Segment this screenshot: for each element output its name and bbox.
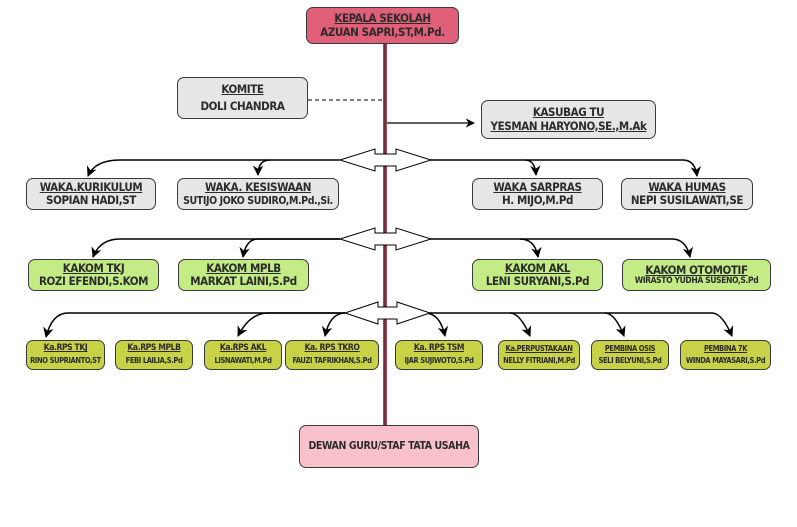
rps-title: Ka. RPS TSM <box>413 343 465 354</box>
dewan-guru-box[interactable]: DEWAN GURU/STAF TATA USAHA <box>299 425 479 468</box>
kakom-title: KAKOM AKL <box>504 260 571 275</box>
rps-mplb-box[interactable]: Ka.RPS MPLB FEBI LAILIA,S.Pd <box>115 340 193 370</box>
waka-name: SOPIAN HADI,ST <box>46 193 136 207</box>
rps-7k-box[interactable]: PEMBINA 7K WINDA MAYASARI,S.Pd <box>680 340 771 370</box>
rps-name: SELI BELYUNI,S.Pd <box>598 355 662 365</box>
waka-title: WAKA HUMAS <box>648 179 726 194</box>
komite-title: KOMITE <box>221 81 264 96</box>
kakom-title: KAKOM OTOMOTIF <box>645 262 748 277</box>
double-arrow-1 <box>338 148 433 172</box>
komite-name: DOLI CHANDRA <box>200 99 285 113</box>
rps-name: FAUZI TAFRIKHAN,S.Pd <box>292 356 372 366</box>
kakom-name: WIRASTO YUDHA SUSENO,S.Pd <box>634 275 759 286</box>
kepala-sekolah-title: KEPALA SEKOLAH <box>334 11 431 26</box>
waka-kurikulum-box[interactable]: WAKA.KURIKULUM SOPIAN HADI,ST <box>26 178 156 210</box>
rps-title: PEMBINA OSIS <box>604 343 656 353</box>
rps-title: Ka.RPS MPLB <box>127 343 181 354</box>
kasubag-name: YESMAN HARYONO,SE.,M.Ak <box>490 118 647 133</box>
kakom-tkj-box[interactable]: KAKOM TKJ ROZI EFENDI,S.KOM <box>28 259 159 291</box>
kakom-name: ROZI EFENDI,S.KOM <box>38 274 149 288</box>
kakom-name: LENI SURYANI,S.Pd <box>485 274 590 288</box>
waka-connectors <box>86 159 702 178</box>
rps-name: NELLY FITRIANI,M.Pd <box>503 355 575 365</box>
kepala-sekolah-name: AZUAN SAPRI,ST,M.Pd. <box>320 24 445 39</box>
waka-title: WAKA. KESISWAAN <box>204 180 312 195</box>
waka-name: H. MIJO,M.Pd <box>501 193 574 207</box>
rps-akl-box[interactable]: Ka.RPS AKL LISNAWATI,M.Pd <box>204 340 282 370</box>
waka-kesiswaan-box[interactable]: WAKA. KESISWAAN SUTIJO JOKO SUDIRO,M.Pd.… <box>177 178 339 210</box>
rps-tkj-box[interactable]: Ka.RPS TKJ RINO SUPRIANTO,ST <box>26 340 105 370</box>
kakom-title: KAKOM MPLB <box>206 260 281 275</box>
kakom-name: MARKAT LAINI,S.Pd <box>190 274 297 288</box>
rps-tsm-box[interactable]: Ka. RPS TSM IJAR SUJIWOTO,S.Pd <box>395 340 483 370</box>
kepala-sekolah-box[interactable]: KEPALA SEKOLAH AZUAN SAPRI,ST,M.Pd. <box>306 7 459 44</box>
rps-title: Ka.PERPUSTAKAAN <box>505 343 573 353</box>
waka-title: WAKA SARPRAS <box>493 179 582 194</box>
dewan-guru-title: DEWAN GURU/STAF TATA USAHA <box>308 440 470 453</box>
waka-title: WAKA.KURIKULUM <box>39 179 143 194</box>
rps-tkro-box[interactable]: Ka. RPS TKRO FAUZI TAFRIKHAN,S.Pd <box>285 340 379 370</box>
waka-humas-box[interactable]: WAKA HUMAS NEPI SUSILAWATI,SE <box>621 178 753 210</box>
kakom-mplb-box[interactable]: KAKOM MPLB MARKAT LAINI,S.Pd <box>178 259 309 291</box>
rps-connectors <box>43 312 734 339</box>
kakom-akl-box[interactable]: KAKOM AKL LENI SURYANI,S.Pd <box>472 259 603 291</box>
waka-name: NEPI SUSILAWATI,SE <box>630 193 744 207</box>
double-arrow-2 <box>338 227 433 251</box>
kasubag-box[interactable]: KASUBAG TU YESMAN HARYONO,SE.,M.Ak <box>481 100 656 139</box>
kakom-connectors <box>91 238 694 259</box>
rps-title: PEMBINA 7K <box>703 343 748 353</box>
double-arrow-3 <box>343 301 432 325</box>
rps-title: Ka.RPS AKL <box>219 343 267 354</box>
kakom-title: KAKOM TKJ <box>62 260 125 275</box>
komite-box[interactable]: KOMITE DOLI CHANDRA <box>177 77 308 119</box>
waka-name: SUTIJO JOKO SUDIRO,M.Pd.,Si. <box>183 194 333 207</box>
rps-perpustakaan-box[interactable]: Ka.PERPUSTAKAAN NELLY FITRIANI,M.Pd <box>498 340 580 370</box>
rps-name: WINDA MAYASARI,S.Pd <box>685 355 766 365</box>
rps-name: FEBI LAILIA,S.Pd <box>125 356 183 366</box>
rps-name: RINO SUPRIANTO,ST <box>30 356 101 366</box>
kakom-otomotif-box[interactable]: KAKOM OTOMOTIF WIRASTO YUDHA SUSENO,S.Pd <box>622 259 771 291</box>
rps-name: LISNAWATI,M.Pd <box>214 356 272 366</box>
rps-name: IJAR SUJIWOTO,S.Pd <box>404 356 474 366</box>
rps-title: Ka.RPS TKJ <box>43 343 88 354</box>
waka-sarpras-box[interactable]: WAKA SARPRAS H. MIJO,M.Pd <box>472 178 603 210</box>
rps-osis-box[interactable]: PEMBINA OSIS SELI BELYUNI,S.Pd <box>591 340 669 370</box>
rps-title: Ka. RPS TKRO <box>304 343 360 354</box>
kasubag-title: KASUBAG TU <box>532 105 605 120</box>
